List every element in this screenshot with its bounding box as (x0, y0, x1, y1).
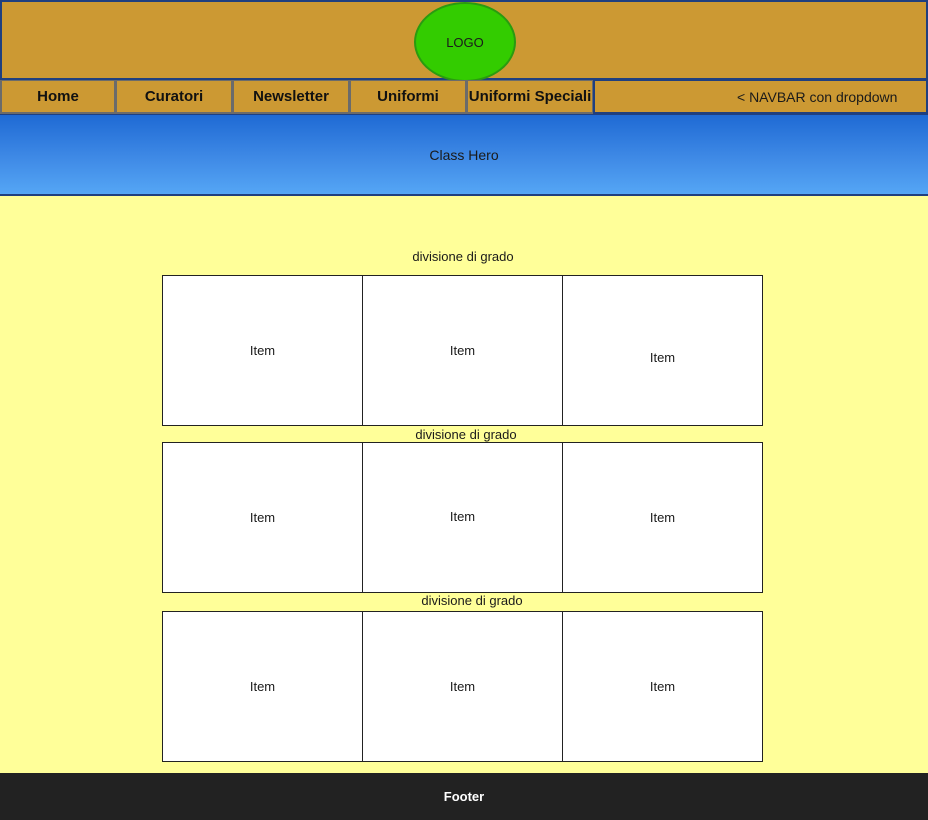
division-label: divisione di grado (421, 593, 523, 608)
item-card[interactable]: Item (162, 611, 363, 762)
nav-item-uniformi-speciali[interactable]: Uniformi Speciali (466, 80, 594, 114)
item-card[interactable]: Item (363, 611, 563, 762)
hero-label: Class Hero (429, 146, 499, 163)
item-card[interactable]: Item (563, 611, 763, 762)
item-label: Item (649, 679, 676, 694)
footer-label: Footer (443, 789, 485, 804)
item-label: Item (249, 510, 276, 525)
item-card[interactable]: Item (162, 275, 363, 426)
item-card[interactable]: Item (162, 442, 363, 593)
item-label: Item (449, 679, 476, 694)
grade-grid: Item Item Item (162, 275, 763, 426)
item-label: Item (649, 350, 676, 365)
navbar-annotation: < NAVBAR con dropdown (593, 80, 928, 114)
item-label: Item (449, 509, 476, 524)
navbar: Home Curatori Newsletter Uniformi Unifor… (0, 80, 928, 115)
nav-item-newsletter[interactable]: Newsletter (232, 80, 350, 114)
item-card[interactable]: Item (563, 442, 763, 593)
nav-item-uniformi[interactable]: Uniformi (349, 80, 467, 114)
grade-grid: Item Item Item (162, 611, 763, 762)
site-header: LOGO (0, 0, 928, 82)
item-card[interactable]: Item (563, 275, 763, 426)
nav-item-curatori[interactable]: Curatori (115, 80, 233, 114)
item-card[interactable]: Item (363, 442, 563, 593)
nav-item-home[interactable]: Home (0, 80, 116, 114)
division-label: divisione di grado (412, 249, 514, 264)
item-label: Item (249, 679, 276, 694)
item-label: Item (449, 343, 476, 358)
site-footer: Footer (0, 773, 928, 820)
hero-banner: Class Hero (0, 115, 928, 196)
grade-grid: Item Item Item (162, 442, 763, 593)
logo[interactable]: LOGO (414, 2, 516, 82)
item-label: Item (249, 343, 276, 358)
logo-label: LOGO (446, 34, 484, 50)
division-label: divisione di grado (415, 427, 517, 442)
item-card[interactable]: Item (363, 275, 563, 426)
item-label: Item (649, 510, 676, 525)
